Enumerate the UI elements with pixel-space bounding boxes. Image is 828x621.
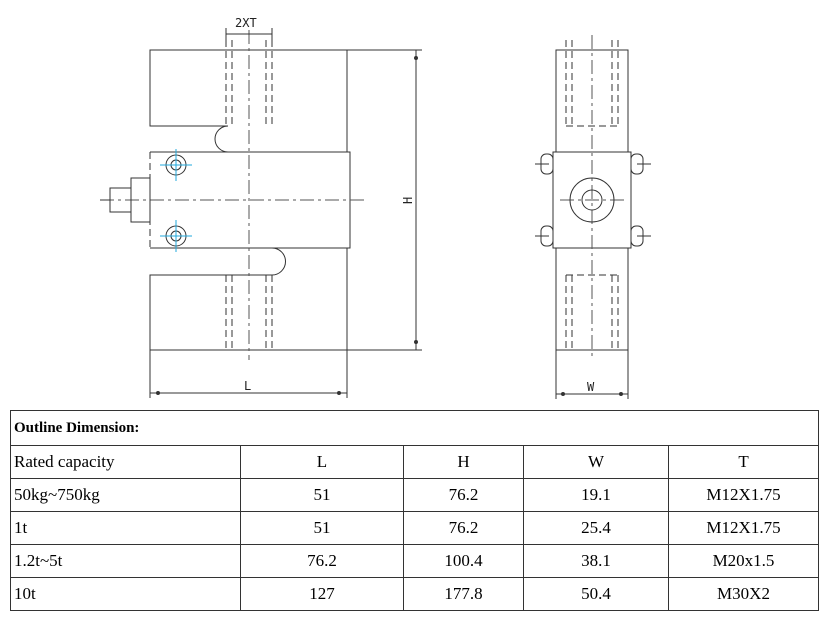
cell-capacity: 1t [10, 511, 241, 545]
dim-height [347, 49, 422, 351]
table-row: 1t 51 76.2 25.4 M12X1.75 [10, 511, 820, 545]
table-title-row: Outline Dimension: [9, 410, 820, 446]
cell-h: 76.2 [403, 511, 524, 545]
header-rated-capacity: Rated capacity [10, 445, 241, 479]
cable-gland [100, 177, 151, 223]
screw-bottom [160, 220, 192, 252]
s-body-outline-bottom [149, 247, 348, 351]
header-h: H [403, 445, 524, 479]
header-w: W [523, 445, 669, 479]
header-t: T [667, 445, 820, 479]
cell-capacity: 50kg~750kg [10, 478, 241, 512]
cell-t: M20x1.5 [667, 544, 820, 578]
hidden-thread-lines [149, 40, 273, 352]
cell-h: 76.2 [403, 478, 524, 512]
cell-capacity: 10t [10, 577, 241, 611]
cell-w: 19.1 [523, 478, 669, 512]
cell-l: 127 [240, 577, 404, 611]
cell-t: M12X1.75 [667, 511, 820, 545]
cell-l: 51 [240, 478, 404, 512]
cell-w: 25.4 [523, 511, 669, 545]
cell-h: 100.4 [403, 544, 524, 578]
front-view [100, 28, 422, 398]
table-title: Outline Dimension: [9, 410, 820, 446]
cable-end-view [569, 177, 615, 223]
table-row: 1.2t~5t 76.2 100.4 38.1 M20x1.5 [10, 544, 820, 578]
side-view [535, 35, 651, 399]
cell-l: 51 [240, 511, 404, 545]
center-lines [100, 30, 365, 360]
outline-drawing: 2XT H L W [100, 16, 651, 399]
label-thread: 2XT [235, 16, 257, 30]
dim-length [149, 350, 348, 398]
label-width: W [587, 380, 595, 394]
screw-top [160, 149, 192, 181]
dim-thread [225, 28, 273, 45]
cell-w: 38.1 [523, 544, 669, 578]
table-header-row: Rated capacity L H W T [10, 445, 820, 479]
dim-width [555, 350, 629, 399]
cell-capacity: 1.2t~5t [10, 544, 241, 578]
cell-t: M12X1.75 [667, 478, 820, 512]
table-row: 50kg~750kg 51 76.2 19.1 M12X1.75 [10, 478, 820, 512]
cell-h: 177.8 [403, 577, 524, 611]
cell-t: M30X2 [667, 577, 820, 611]
cell-l: 76.2 [240, 544, 404, 578]
cell-w: 50.4 [523, 577, 669, 611]
header-l: L [240, 445, 404, 479]
label-height: H [401, 197, 415, 204]
table-row: 10t 127 177.8 50.4 M30X2 [10, 577, 820, 611]
label-length: L [244, 379, 251, 393]
outline-dimension-table: Outline Dimension: Rated capacity L H W … [9, 410, 820, 611]
